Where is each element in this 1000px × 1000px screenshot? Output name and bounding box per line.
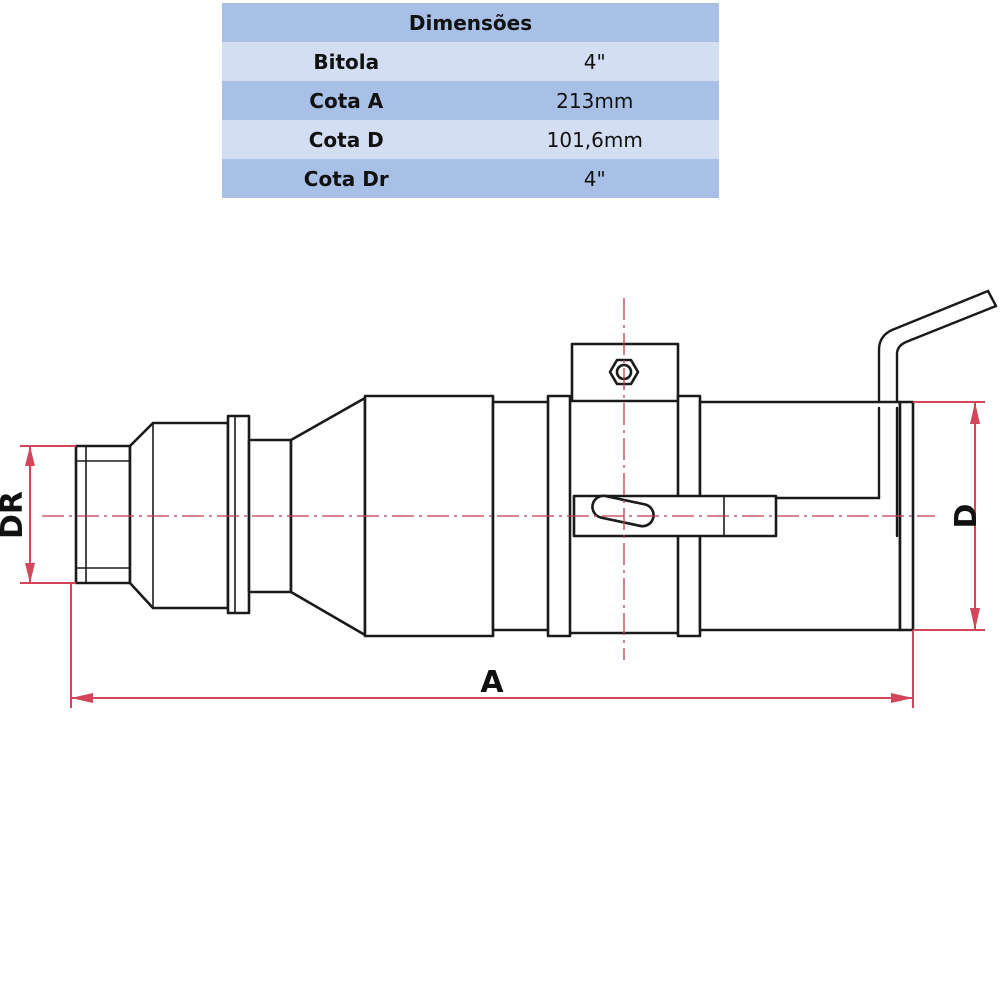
inlet-body xyxy=(128,421,230,610)
dimensions-table: Dimensões Bitola 4" Cota A 213mm Cota D … xyxy=(222,3,719,198)
table-row: Bitola 4" xyxy=(222,42,719,81)
table-row: Cota D 101,6mm xyxy=(222,120,719,159)
thread-end xyxy=(74,444,132,585)
row-value-bitola: 4" xyxy=(470,42,719,81)
table-row: Cota A 213mm xyxy=(222,81,719,120)
dimension-dr: DR xyxy=(0,445,76,584)
row-label-bitola: Bitola xyxy=(222,42,471,81)
table-title: Dimensões xyxy=(222,3,719,42)
dimension-label-dr: DR xyxy=(0,491,30,539)
flange-ring xyxy=(226,414,251,615)
dimension-label-a: A xyxy=(480,665,504,700)
row-label-cota-a: Cota A xyxy=(222,81,471,120)
table-row: Cota Dr 4" xyxy=(222,159,719,198)
row-value-cota-d: 101,6mm xyxy=(470,120,719,159)
hose-outlet xyxy=(877,289,998,410)
dimension-a: A xyxy=(70,583,914,708)
clamp-bracket xyxy=(570,342,680,406)
dimension-label-d: D xyxy=(949,504,984,529)
table-header-row: Dimensões xyxy=(222,3,719,42)
row-label-cota-dr: Cota Dr xyxy=(222,159,471,198)
dimension-d: D xyxy=(913,401,985,631)
row-label-cota-d: Cota D xyxy=(222,120,471,159)
row-value-cota-a: 213mm xyxy=(470,81,719,120)
center-lines xyxy=(42,298,935,660)
row-value-cota-dr: 4" xyxy=(470,159,719,198)
